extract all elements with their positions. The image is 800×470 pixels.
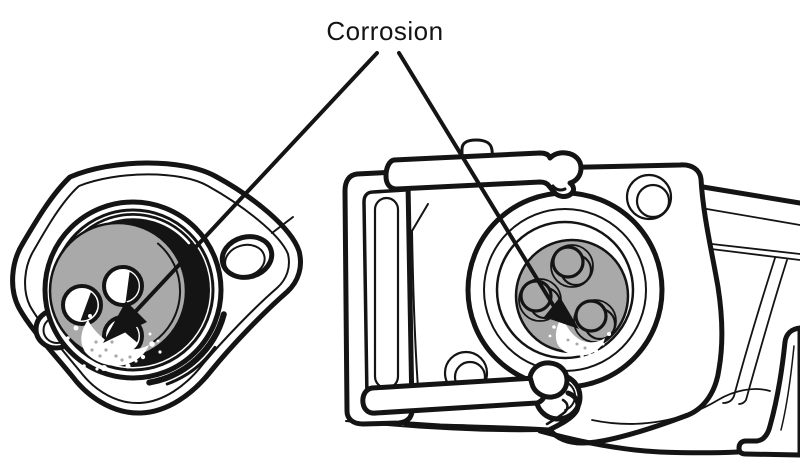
callout-leaders: [103, 51, 579, 343]
receptacle-face: [514, 238, 630, 358]
corrosion-deposit-receptacle: [548, 316, 611, 358]
leader-line-right: [397, 51, 555, 307]
latch-bottom: [360, 360, 581, 433]
housing-side-bracket: [342, 169, 415, 427]
screw-hole-top-right: [625, 173, 673, 221]
plug-flange-inner-line: [24, 173, 290, 405]
corrosion-deposit-plug: [66, 314, 162, 374]
latch-top: [383, 150, 584, 199]
plug-face: [48, 221, 188, 361]
corrosion-label: Corrosion: [326, 16, 443, 46]
receptacle-housing: [342, 138, 800, 458]
housing-bottom-edge: [345, 388, 771, 456]
pin-shadow-crescent: [80, 292, 98, 321]
plug-mounting-hole-right: [219, 234, 275, 280]
leader-arrowhead-left: [103, 301, 147, 343]
pin-shadow-crescent: [125, 271, 139, 302]
plug-flange-seam-line: [271, 216, 294, 234]
receptacle-pin-bottom: [574, 299, 608, 333]
leader-line-left: [134, 51, 379, 313]
leader-arrowhead-right: [544, 297, 579, 329]
bracket-slot: [373, 196, 400, 390]
receptacle-pin-top: [551, 245, 585, 279]
plug-connector: [10, 160, 303, 416]
